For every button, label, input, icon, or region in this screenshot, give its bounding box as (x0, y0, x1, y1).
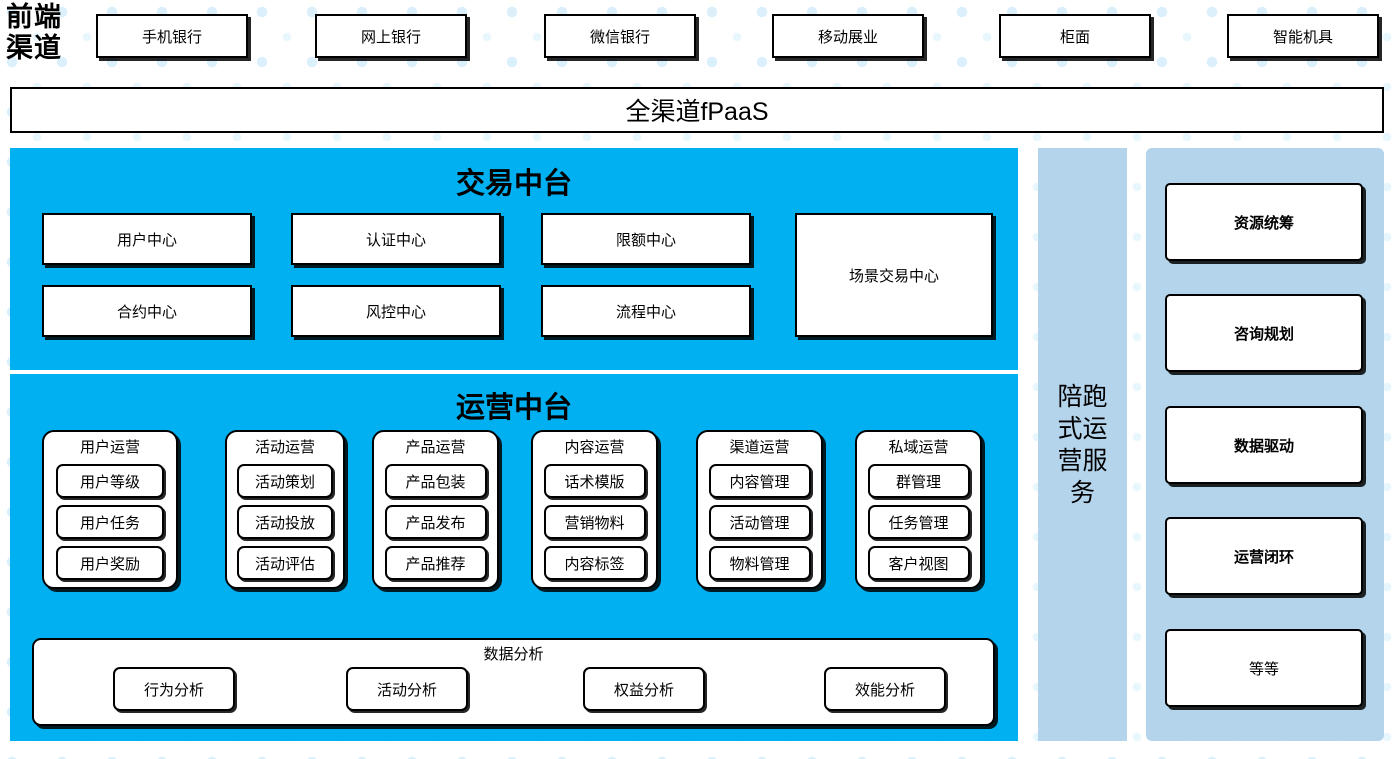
ops-item-5-1[interactable]: 内容管理 (708, 464, 811, 498)
ops-item-2-3[interactable]: 活动评估 (237, 546, 333, 580)
ops-column-4: 内容运营话术模版营销物料内容标签 (531, 430, 658, 589)
service-capability-panel: 资源统筹咨询规划数据驱动运营闭环等等 (1146, 148, 1384, 741)
channel-box-label: 柜面 (1059, 28, 1090, 46)
ops-item-1-2[interactable]: 用户任务 (56, 505, 164, 539)
trade-cell-label: 风控中心 (365, 303, 426, 321)
ops-column-title: 活动运营 (254, 439, 315, 456)
channel-box-4[interactable]: 移动展业 (772, 14, 924, 58)
ops-item-3-3[interactable]: 产品推荐 (384, 546, 487, 580)
service-capability-card-5[interactable]: 等等 (1165, 629, 1363, 707)
trade-cell-label: 合约中心 (116, 303, 177, 321)
ops-column-title: 私域运营 (888, 439, 949, 456)
channel-box-label: 网上银行 (360, 28, 421, 46)
channel-box-6[interactable]: 智能机具 (1227, 14, 1379, 58)
data-analysis-panel: 数据分析 行为分析 活动分析 权益分析 效能分析 (32, 638, 995, 726)
trade-platform-title: 交易中台 (455, 168, 572, 200)
service-capability-card-1[interactable]: 资源统筹 (1165, 183, 1363, 261)
trade-cell-4[interactable]: 合约中心 (42, 285, 252, 337)
channel-box-label: 微信银行 (589, 28, 650, 46)
ops-column-6: 私域运营群管理任务管理客户视图 (855, 430, 982, 589)
ops-column-3: 产品运营产品包装产品发布产品推荐 (372, 430, 499, 589)
scene-trade-center-box[interactable]: 场景交易中心 (795, 213, 993, 337)
ops-column-title: 内容运营 (564, 439, 625, 456)
service-capability-card-2[interactable]: 咨询规划 (1165, 294, 1363, 372)
ops-item-1-3[interactable]: 用户奖励 (56, 546, 164, 580)
channel-box-label: 智能机具 (1272, 28, 1333, 46)
front-channel-label-line-2: 渠道 (6, 33, 62, 63)
ops-column-title: 用户运营 (79, 439, 140, 456)
trade-cell-3[interactable]: 限额中心 (541, 213, 751, 265)
accompanied-operation-service-line: 营服 (1057, 446, 1108, 475)
data-analysis-item-group: 行为分析 活动分析 权益分析 效能分析 (34, 667, 993, 715)
ops-column-5: 渠道运营内容管理活动管理物料管理 (696, 430, 823, 589)
ops-column-2: 活动运营活动策划活动投放活动评估 (225, 430, 345, 589)
channel-box-label: 手机银行 (141, 28, 202, 46)
trade-cell-6[interactable]: 流程中心 (541, 285, 751, 337)
service-capability-card-4[interactable]: 运营闭环 (1165, 517, 1363, 595)
trade-cell-2[interactable]: 认证中心 (291, 213, 501, 265)
ops-item-3-1[interactable]: 产品包装 (384, 464, 487, 498)
service-capability-card-3[interactable]: 数据驱动 (1165, 406, 1363, 484)
ops-platform-title: 运营中台 (455, 392, 572, 424)
channel-box-5[interactable]: 柜面 (999, 14, 1151, 58)
ops-item-5-2[interactable]: 活动管理 (708, 505, 811, 539)
front-channel-label-line-1: 前端 (6, 2, 62, 32)
accompanied-operation-service-label: 陪跑式运营服务 (1054, 381, 1112, 509)
ops-column-title: 渠道运营 (729, 439, 790, 456)
ops-item-2-2[interactable]: 活动投放 (237, 505, 333, 539)
front-channel-label: 前端 渠道 (6, 2, 88, 64)
ops-item-4-3[interactable]: 内容标签 (543, 546, 646, 580)
trade-cell-1[interactable]: 用户中心 (42, 213, 252, 265)
trade-cell-5[interactable]: 风控中心 (291, 285, 501, 337)
fpaas-bar[interactable]: 全渠道fPaaS (10, 87, 1384, 133)
ops-item-4-1[interactable]: 话术模版 (543, 464, 646, 498)
trade-platform-panel: 交易中台 用户中心 认证中心 限额中心合约中心 风控中心 流程中心 场景交易中心 (10, 148, 1018, 370)
trade-cell-label: 流程中心 (615, 303, 676, 321)
ops-item-6-2[interactable]: 任务管理 (867, 505, 970, 539)
ops-item-2-1[interactable]: 活动策划 (237, 464, 333, 498)
channel-box-label: 移动展业 (817, 28, 878, 46)
ops-item-6-3[interactable]: 客户视图 (867, 546, 970, 580)
accompanied-operation-service-line: 式运 (1057, 414, 1108, 443)
ops-platform-panel: 运营中台 用户运营用户等级用户任务用户奖励活动运营活动策划活动投放活动评估产品运… (10, 374, 1018, 741)
data-analysis-item-2[interactable]: 活动分析 (346, 667, 468, 711)
ops-column-1: 用户运营用户等级用户任务用户奖励 (42, 430, 178, 589)
ops-item-4-2[interactable]: 营销物料 (543, 505, 646, 539)
trade-cell-label: 限额中心 (615, 231, 676, 249)
ops-item-3-2[interactable]: 产品发布 (384, 505, 487, 539)
data-analysis-item-4[interactable]: 效能分析 (824, 667, 946, 711)
ops-item-5-3[interactable]: 物料管理 (708, 546, 811, 580)
ops-item-6-1[interactable]: 群管理 (867, 464, 970, 498)
accompanied-operation-service-line: 陪跑 (1057, 382, 1108, 411)
data-analysis-title: 数据分析 (483, 646, 544, 663)
scene-trade-center-label: 场景交易中心 (848, 267, 939, 285)
accompanied-operation-service-line: 务 (1069, 478, 1095, 507)
accompanied-operation-service-column: 陪跑式运营服务 (1038, 148, 1127, 741)
channel-box-2[interactable]: 网上银行 (315, 14, 467, 58)
ops-item-1-1[interactable]: 用户等级 (56, 464, 164, 498)
channel-box-3[interactable]: 微信银行 (544, 14, 696, 58)
trade-cell-label: 认证中心 (365, 231, 426, 249)
trade-cell-label: 用户中心 (116, 231, 177, 249)
data-analysis-item-1[interactable]: 行为分析 (113, 667, 235, 711)
fpaas-label: 全渠道fPaaS (625, 98, 769, 126)
ops-column-title: 产品运营 (405, 439, 466, 456)
data-analysis-item-3[interactable]: 权益分析 (583, 667, 705, 711)
channel-box-1[interactable]: 手机银行 (96, 14, 248, 58)
